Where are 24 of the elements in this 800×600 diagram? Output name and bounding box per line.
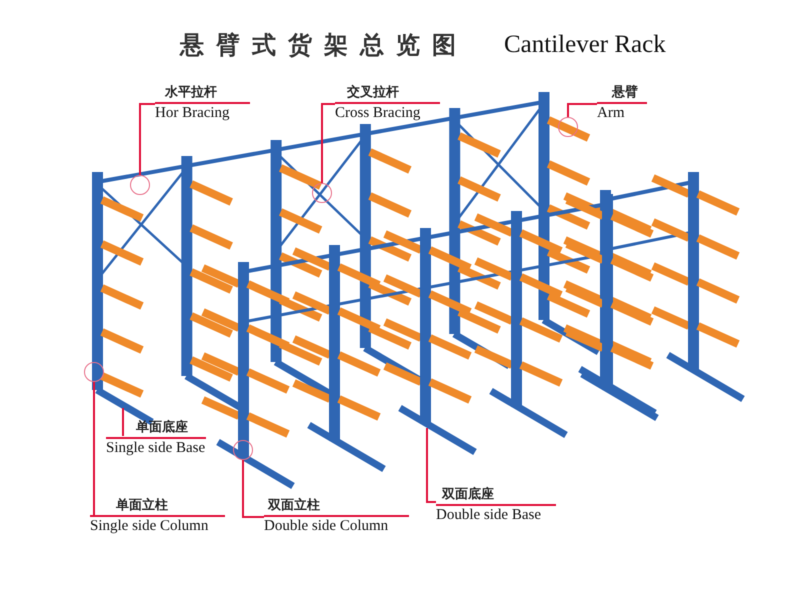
part-label-chinese: 水平拉杆 [155,84,250,104]
part-label: Double side Column [264,517,390,536]
leader-line [567,103,597,117]
leader-line [139,103,155,175]
part-label-chinese: 双面立柱 [264,497,409,517]
part-label: Arm [597,104,626,123]
part-label: Cross Bracing [335,104,422,123]
part-label: Double side Base [436,506,542,525]
leader-line [321,103,335,183]
part-label-chinese: 交叉拉杆 [335,84,440,104]
subtitle: Cantilever Rack [504,30,666,60]
part-label-chinese: 单面底座 [106,419,206,439]
part-label: Hor Bracing [155,104,231,123]
part-label: Single side Column [90,517,210,536]
leader-line [93,382,95,515]
part-label-chinese: 双面底座 [436,486,556,506]
part-label-chinese: 悬臂 [597,84,647,104]
part-label-chinese: 单面立柱 [90,497,225,517]
leader-line [122,408,124,436]
leader-line [242,460,264,518]
title: 悬臂式货架总览图 [180,30,468,61]
part-label: Single side Base [106,439,206,458]
leader-line [426,428,436,503]
base-foot [398,404,477,456]
